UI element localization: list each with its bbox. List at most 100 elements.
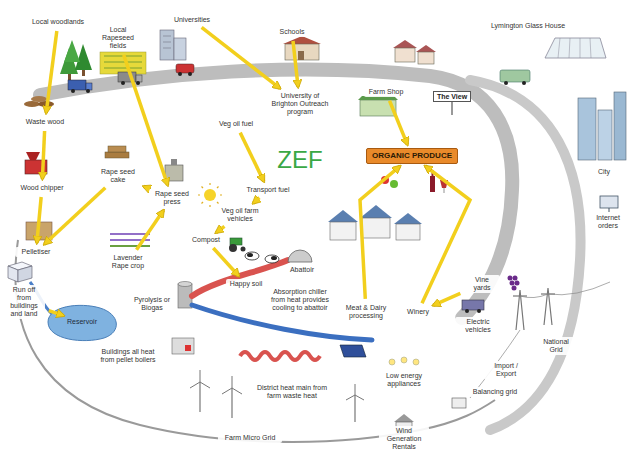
sun-icon: [217, 187, 219, 189]
road: [470, 80, 581, 430]
farm-barns: [328, 210, 358, 222]
caption-box: Absorption chiller from heat provides co…: [269, 287, 331, 313]
university-building: [163, 48, 171, 49]
wind-turbine: [231, 388, 232, 418]
grapes-icon: [515, 281, 520, 286]
caption-box: Happy soil: [226, 279, 266, 289]
generation-house: [394, 414, 414, 422]
boiler-building: [172, 338, 194, 354]
caption-box: Internet orders: [588, 213, 628, 231]
wind-turbine: [200, 370, 201, 382]
bulbs: [401, 357, 407, 363]
wind-turbine: [354, 395, 355, 422]
sun-icon: [198, 183, 222, 207]
university-building: [163, 42, 171, 43]
flow-arrow: [422, 166, 470, 303]
houses: [416, 45, 436, 52]
houses: [395, 48, 415, 62]
caption-text: Local Rapeseed fields: [96, 26, 140, 50]
caption-box: Farm Shop: [364, 87, 408, 97]
caption-box: Rape seed cake: [96, 167, 140, 185]
rapeseed-field: [104, 68, 142, 69]
rapeseed-field: [104, 62, 142, 63]
caption-text: Pelletiser: [17, 248, 55, 256]
wind-turbine: [200, 382, 210, 388]
flow-arrow: [253, 198, 259, 204]
caption-text: Local woodlands: [29, 18, 87, 26]
school-building: [285, 44, 319, 60]
road: [40, 70, 512, 318]
lavender-field: [110, 233, 150, 235]
glass-house: [545, 38, 606, 58]
abattoir-dome: [288, 250, 312, 262]
flow-arrow: [46, 31, 57, 113]
flow-arrow: [213, 248, 238, 276]
electric-vehicle: [462, 300, 484, 313]
runoff-cube: [18, 266, 32, 282]
caption-text: ORGANIC PRODUCE: [372, 151, 452, 160]
boiler-building: [172, 338, 194, 354]
runoff-cube: [8, 266, 18, 282]
truck-icon: [86, 83, 92, 90]
caption-box: Universities: [167, 15, 217, 25]
caption-box: Run off from buildings and land: [3, 285, 45, 319]
cows: [247, 253, 253, 257]
caption-text: Veg oil fuel: [216, 120, 256, 128]
wind-turbine: [346, 395, 355, 400]
houses: [393, 40, 417, 48]
seed-press: [165, 159, 183, 181]
caption-text: Rape seed press: [151, 190, 193, 206]
caption-text: Meat & Dairy processing: [343, 304, 389, 320]
wind-turbine: [355, 384, 356, 395]
caption-box: Winery: [402, 307, 434, 317]
bus-icon: [500, 70, 530, 82]
city-buildings: [598, 110, 612, 160]
caption-text: Winery: [404, 308, 432, 316]
houses: [393, 40, 436, 64]
caption-box: Veg oil fuel: [214, 119, 258, 129]
farm-barns: [396, 224, 420, 240]
grapes-icon: [513, 276, 518, 281]
internet-screen: [609, 208, 610, 212]
caption-text: Waste wood: [25, 118, 65, 126]
school-building: [298, 51, 304, 60]
caption-text: Buildings all heat from pellet boilers: [99, 348, 157, 364]
caption-box: Abattoir: [284, 265, 320, 275]
tractor-icon: [229, 244, 237, 252]
flow-arrow: [49, 311, 64, 316]
tractor-icon: [230, 238, 242, 245]
caption-text: Low energy appliances: [382, 372, 426, 388]
farm-barns: [394, 213, 422, 224]
abattoir-dome: [288, 250, 312, 262]
truck-icon: [178, 72, 182, 76]
bus-icon: [504, 81, 508, 85]
tractor-icon: [241, 247, 246, 252]
truck-icon: [136, 75, 142, 82]
caption-box: Pyrolysis or Biogas: [131, 295, 173, 313]
caption-text: Wood chipper: [20, 184, 64, 192]
internet-screen: [600, 196, 618, 212]
micro-grid-line: [15, 240, 495, 442]
flow-arrow: [360, 166, 400, 299]
farm-barns: [360, 205, 392, 218]
flow-arrow: [42, 131, 44, 179]
university-building: [160, 30, 174, 60]
connector-group: [37, 27, 470, 315]
sign-post: [452, 101, 453, 115]
caption-box: City: [590, 167, 618, 177]
caption-box: Low energy appliances: [380, 371, 428, 389]
sun-icon: [209, 183, 210, 185]
caption-text: Vine yards: [466, 276, 498, 292]
sign-post: [451, 101, 452, 115]
produce-icons: [444, 188, 445, 193]
reservoir: [48, 305, 116, 340]
grapes-icon: [508, 276, 520, 291]
bulbs: [413, 359, 419, 365]
caption-box: Schools: [272, 27, 312, 37]
flow-arrow: [44, 188, 105, 244]
reservoir-label: Reservoir: [60, 317, 104, 327]
caption-text: National Grid: [536, 338, 576, 354]
truck-icon: [188, 72, 192, 76]
caption-text: Veg oil farm vehicles: [217, 207, 263, 223]
